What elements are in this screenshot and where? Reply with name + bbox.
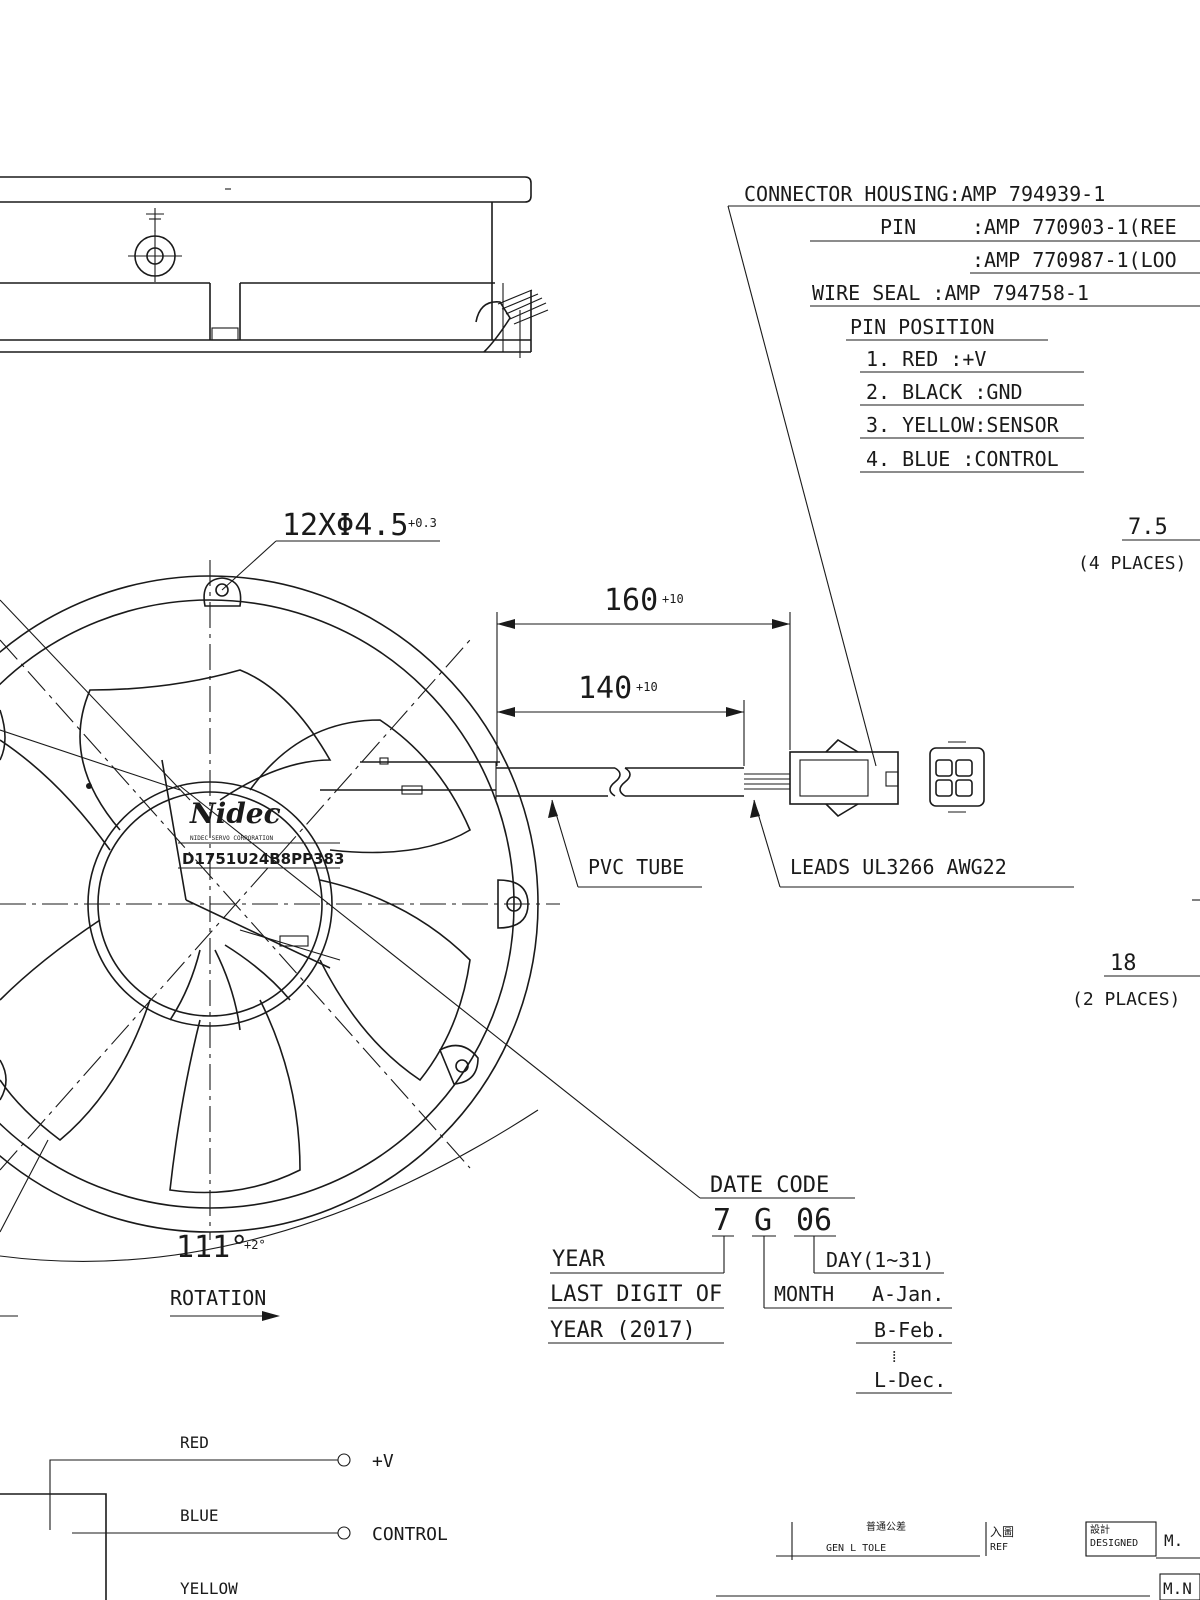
dim-18-note: (2 PLACES) <box>1072 989 1180 1010</box>
dim-160-tol: +10 <box>662 592 684 606</box>
designer-2: M.N <box>1163 1579 1192 1598</box>
cable-exit <box>475 289 549 358</box>
dim-7-5-value: 7.5 <box>1128 515 1168 540</box>
month-dec: L-Dec. <box>874 1368 946 1392</box>
mounting-hole-top <box>203 577 242 607</box>
control-label: CONTROL <box>372 1524 448 1545</box>
pin-part-2: :AMP 770987-1(LOO <box>972 248 1177 272</box>
pin-position-2: 2. BLACK :GND <box>866 380 1023 404</box>
year-label-2: LAST DIGIT OF <box>550 1282 722 1307</box>
cable-assembly <box>496 767 790 797</box>
day-label: DAY(1~31) <box>826 1248 934 1272</box>
month-dots: ⁞ <box>892 1347 896 1366</box>
title-block: 普通公差 GEN L TOLE 入圖 REF 設計 DESIGNED M. M.… <box>716 1520 1200 1600</box>
ground-symbol <box>128 208 182 282</box>
nidec-logo: Nidec <box>189 797 281 830</box>
designer-1: M. <box>1164 1531 1183 1550</box>
year-label-3: YEAR (2017) <box>550 1318 696 1343</box>
holes-callout: 12XΦ4.5 +0.3 <box>221 508 440 591</box>
wiring-schematic: RED +V BLUE CONTROL YELLOW <box>0 1433 448 1600</box>
connector-spec: CONNECTOR HOUSING:AMP 794939-1 PIN :AMP … <box>727 182 1200 767</box>
leads-label: LEADS UL3266 AWG22 <box>790 855 1007 879</box>
nidec-corp: NIDEC SERVO CORPORATION <box>190 835 273 842</box>
ref-text: REF <box>990 1542 1008 1553</box>
gen-tol: GEN L TOLE <box>826 1543 886 1554</box>
pin-position-4: 4. BLUE :CONTROL <box>866 447 1059 471</box>
holes-value: 12XΦ4.5 <box>282 508 408 543</box>
dim-140-tol: +10 <box>636 680 658 694</box>
month-feb: B-Feb. <box>874 1318 946 1342</box>
cable-callouts: PVC TUBE LEADS UL3266 AWG22 <box>548 799 1074 888</box>
fan-front-view: Nidec NIDEC SERVO CORPORATION D1751U24B8… <box>0 560 855 1321</box>
connector-housing-text: CONNECTOR HOUSING:AMP 794939-1 <box>744 182 1105 206</box>
cable-guide <box>320 757 500 800</box>
date-code-title: DATE CODE <box>710 1173 829 1198</box>
date-code-year-digit: 7 <box>713 1203 731 1238</box>
fan-side-view <box>0 176 549 358</box>
connector-front <box>929 741 985 813</box>
wire-seal-text: WIRE SEAL :AMP 794758-1 <box>812 281 1089 305</box>
wire-red-label: RED <box>180 1433 209 1452</box>
gen-tol-cn: 普通公差 <box>866 1520 906 1533</box>
month-jan: A-Jan. <box>872 1282 944 1306</box>
date-code-month-letter: G <box>754 1203 772 1238</box>
pin-label: PIN <box>880 215 916 239</box>
holes-tol: +0.3 <box>408 516 437 530</box>
fan-blades <box>0 669 472 1194</box>
pin-position-title: PIN POSITION <box>850 315 995 339</box>
dim-140-value: 140 <box>578 671 632 706</box>
pin-position-1: 1. RED :+V <box>866 347 986 371</box>
date-code: DATE CODE 7 G 06 YEAR LAST DIGIT OF YEAR… <box>548 1173 952 1394</box>
mounting-hole-lower-right <box>438 1044 479 1085</box>
angle-tol: +2° <box>244 1238 266 1252</box>
rotation-label: ROTATION <box>170 1286 266 1310</box>
pin-position-3: 3. YELLOW:SENSOR <box>866 413 1060 437</box>
date-code-day-digits: 06 <box>796 1203 832 1238</box>
plus-v-label: +V <box>372 1451 394 1472</box>
designed-cn: 設計 <box>1090 1523 1110 1536</box>
hub-label: Nidec NIDEC SERVO CORPORATION D1751U24B8… <box>161 759 344 969</box>
angle-value: 111° <box>176 1230 248 1265</box>
ref-cn: 入圖 <box>990 1525 1014 1539</box>
wire-yellow-label: YELLOW <box>180 1579 238 1598</box>
designed-text: DESIGNED <box>1090 1538 1138 1549</box>
pin-part-1: :AMP 770903-1(REE <box>972 215 1177 239</box>
dim-18-value: 18 <box>1110 951 1137 976</box>
year-label-1: YEAR <box>552 1247 606 1272</box>
mounting-hole-right <box>497 879 529 929</box>
wire-blue-label: BLUE <box>180 1506 219 1525</box>
dim-160-value: 160 <box>604 583 658 618</box>
connector-side <box>789 738 899 818</box>
cable-dimensions: 160 +10 140 +10 <box>496 583 791 766</box>
model-number: D1751U24B8PP383 <box>182 850 344 868</box>
dim-7-5-note: (4 PLACES) <box>1078 553 1186 574</box>
pvc-tube-label: PVC TUBE <box>588 855 684 879</box>
edge-dimensions: 7.5 (4 PLACES) 18 (2 PLACES) <box>1072 515 1200 1010</box>
month-label: MONTH <box>774 1282 834 1306</box>
